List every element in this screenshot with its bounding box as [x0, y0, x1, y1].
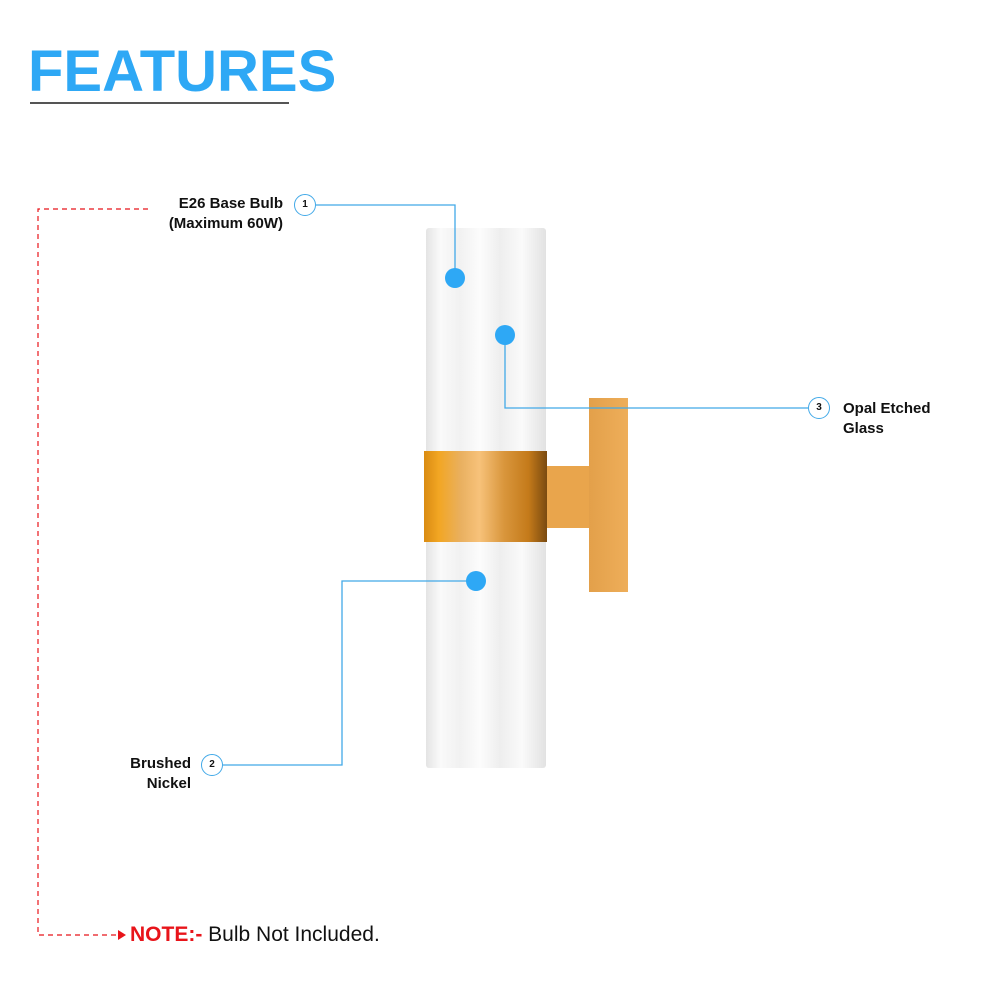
lower-glass-shade [426, 540, 546, 768]
callout-line-3 [504, 335, 808, 409]
wall-plate [589, 398, 628, 592]
callout-label-line: (Maximum 60W) [168, 215, 283, 232]
callout-dot-3 [495, 325, 515, 345]
note: NOTE:- Bulb Not Included. [130, 922, 380, 948]
note-text: Bulb Not Included. [202, 923, 380, 946]
upper-glass-shade [426, 228, 546, 453]
callout-label-line: Opal Etched [843, 400, 931, 417]
callout-number-3: 3 [808, 397, 830, 419]
callout-number-2: 2 [201, 754, 223, 776]
title-underline [30, 102, 289, 104]
metal-band [424, 451, 547, 542]
callout-label-line: Brushed [130, 755, 191, 772]
callout-dot-2 [466, 571, 486, 591]
callout-line-2 [223, 580, 476, 766]
callout-label-line: Nickel [146, 775, 191, 792]
arrow-right-icon [118, 930, 126, 940]
callout-label-3: Opal Etched Glass [843, 399, 931, 439]
mount-arm [545, 466, 590, 528]
note-dashed-line [37, 208, 148, 936]
callout-label-line: E26 Base Bulb [178, 195, 283, 212]
callout-line-1 [316, 204, 456, 278]
page-title: FEATURES [28, 39, 337, 104]
callout-label-line: Glass [843, 420, 884, 437]
callout-label-2: Brushed Nickel [130, 754, 191, 794]
callout-dot-1 [445, 268, 465, 288]
callout-number-1: 1 [294, 194, 316, 216]
callout-label-1: E26 Base Bulb (Maximum 60W) [169, 194, 283, 234]
note-prefix: NOTE:- [130, 923, 203, 946]
